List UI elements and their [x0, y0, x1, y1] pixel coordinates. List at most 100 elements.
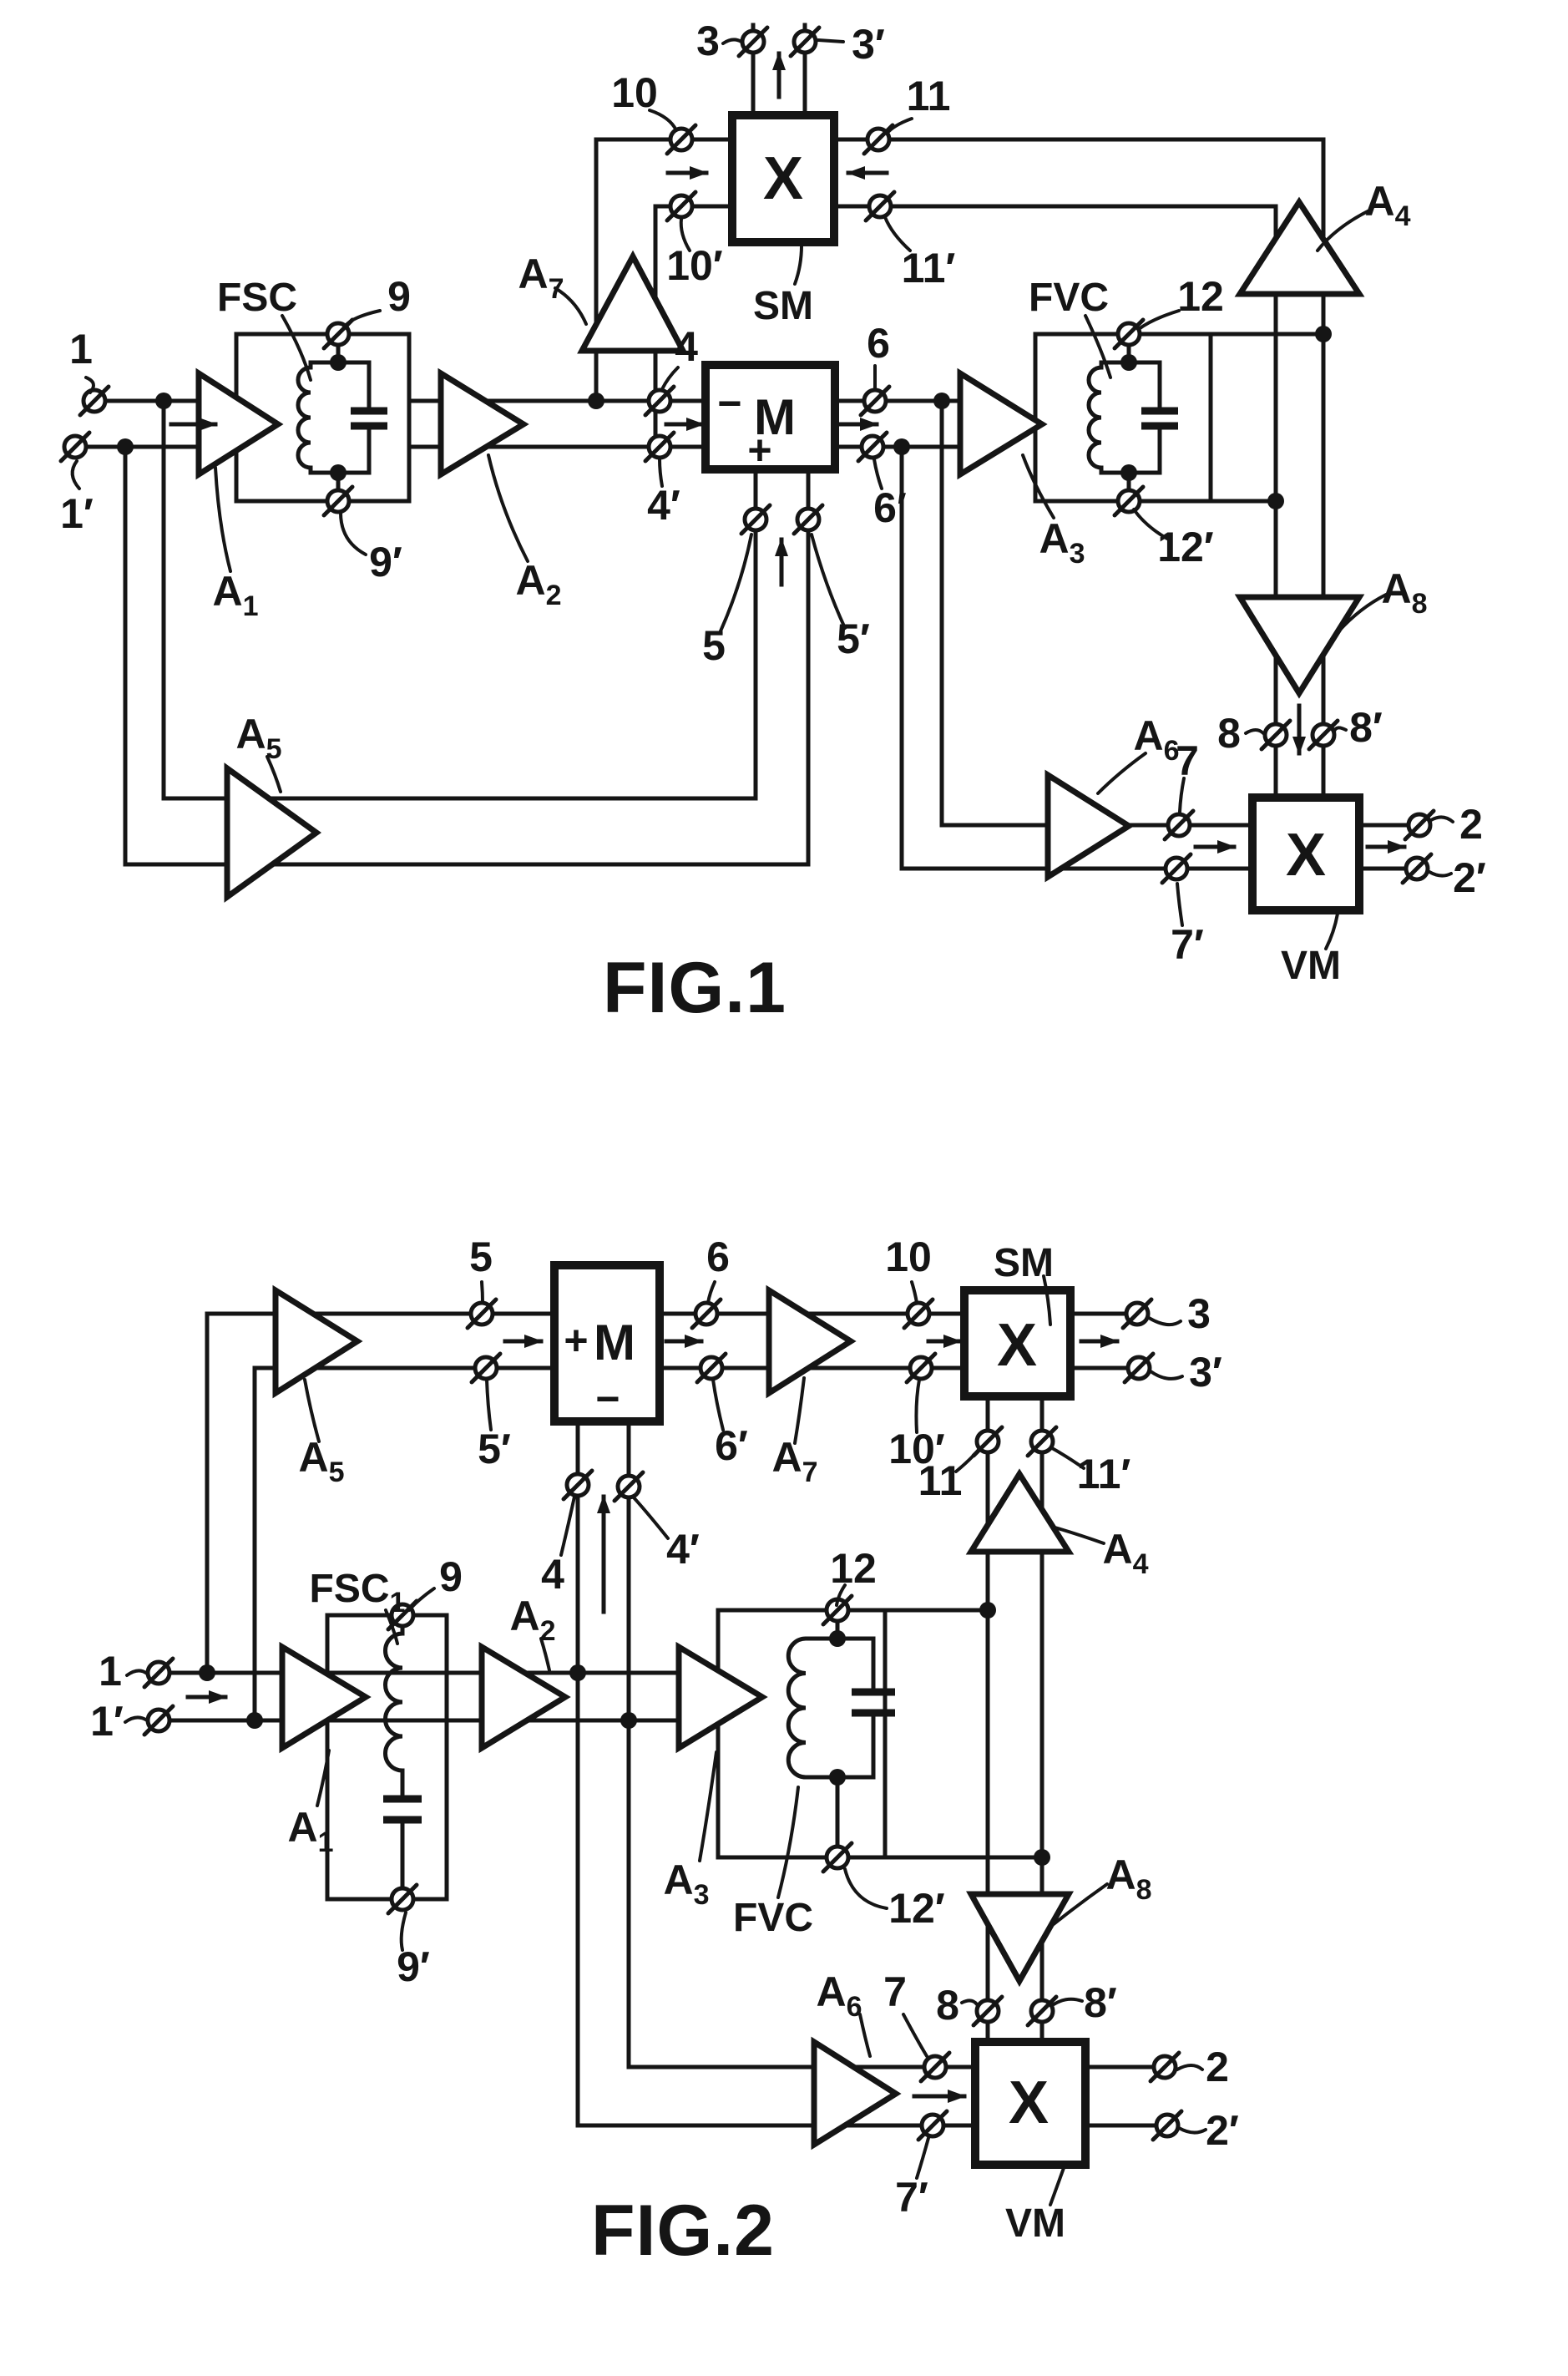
- leader-line: [793, 244, 803, 286]
- terminal-2-prime: [1153, 2111, 1181, 2140]
- leader-line: [914, 1378, 921, 1434]
- leader-line: [124, 1715, 149, 1724]
- terminal-7: [1165, 811, 1193, 839]
- vm-x-sign: X: [1286, 822, 1326, 889]
- terminal-6-prime: [697, 1354, 726, 1382]
- leader-line: [554, 286, 588, 326]
- junction-dot: [979, 1602, 996, 1619]
- a3-base: A: [663, 1857, 693, 1903]
- terminal-10-prime: [907, 1354, 935, 1382]
- terminal-12-prime: [1115, 487, 1143, 515]
- amplifier-a2-label: A2: [515, 557, 561, 611]
- terminal-6-label: 6: [706, 1234, 730, 1280]
- terminal-6: [861, 387, 889, 415]
- amplifier-a1-label: A1: [212, 568, 258, 622]
- terminal-3-label: 3: [696, 18, 720, 64]
- vm-label: VM: [1005, 2201, 1065, 2246]
- m-plus-sign: +: [564, 1317, 588, 1364]
- leader-line: [266, 755, 282, 793]
- terminal-1-prime: [61, 433, 89, 461]
- leader-line: [281, 314, 312, 382]
- a6-base: A: [816, 1968, 846, 2015]
- leader-line: [1132, 508, 1169, 540]
- leader-line: [660, 366, 680, 391]
- a3-base: A: [1039, 515, 1069, 562]
- terminal-4-prime: [615, 1472, 643, 1501]
- a4-sub: 4: [1395, 200, 1411, 232]
- leader-line: [711, 1378, 725, 1431]
- terminal-5-label: 5: [469, 1234, 493, 1280]
- leader-line: [648, 109, 678, 132]
- a2-sub: 2: [546, 580, 562, 611]
- terminal-12-label: 12: [830, 1545, 877, 1592]
- inductor-coil: [1086, 360, 1131, 475]
- terminal-3: [1123, 1299, 1151, 1328]
- terminal-9-label: 9: [439, 1553, 463, 1600]
- leader-lines-fig1: [70, 38, 1454, 950]
- junction-dot: [933, 393, 950, 409]
- amplifier-a7-triangle: [577, 250, 688, 354]
- amplifier-a5-label: A5: [298, 1434, 344, 1488]
- terminal-9-prime: [324, 487, 352, 515]
- terminal-2-prime: [1403, 854, 1431, 883]
- sm-x-sign: X: [763, 145, 803, 212]
- terminal-9-label: 9: [387, 273, 411, 320]
- terminal-8: [1262, 721, 1290, 749]
- amplifier-a8-label: A8: [1381, 565, 1427, 620]
- figure-2: A5 5 5′ + M − 4 4′ 6 6′ A7 10 10′ SM X 3…: [90, 1234, 1239, 2271]
- m-mixer-box: [701, 361, 839, 474]
- leader-line: [342, 309, 382, 329]
- leader-line: [480, 1280, 484, 1305]
- terminal-8-label: 8: [936, 1982, 959, 2029]
- capacitor-branch-wire: [336, 360, 372, 475]
- terminal-11-prime-label: 11′: [1077, 1451, 1131, 1497]
- a5-sub: 5: [266, 733, 282, 765]
- terminal-5-prime: [794, 505, 822, 534]
- terminal-1-label: 1: [99, 1648, 122, 1695]
- fsc-label: FSC: [217, 276, 297, 320]
- leader-line: [960, 1999, 979, 2006]
- fvc-lc-tank: [786, 1608, 895, 1860]
- a5-base: A: [298, 1434, 328, 1481]
- vm-multiplier-box: [1248, 793, 1363, 914]
- amplifier-a6-label: A6: [816, 1968, 862, 2023]
- amplifier-a2-label: A2: [509, 1593, 555, 1647]
- figure-2-caption: FIG.2: [591, 2191, 775, 2271]
- terminal-7-prime-label: 7′: [895, 2174, 928, 2221]
- terminal-4: [645, 387, 674, 415]
- amplifier-a8-label: A8: [1105, 1852, 1151, 1906]
- terminal-4-prime: [645, 433, 674, 461]
- leader-line: [1149, 1370, 1184, 1381]
- amplifier-a7-label: A7: [771, 1434, 817, 1488]
- terminal-4-prime-label: 4′: [647, 482, 680, 529]
- vm-x-sign: X: [1009, 2070, 1049, 2136]
- amplifier-a5-triangle: [224, 762, 321, 903]
- amplifier-a4-label: A4: [1364, 178, 1410, 232]
- leader-line: [1429, 815, 1454, 823]
- amplifier-a8-triangle: [1234, 594, 1365, 699]
- leader-line: [1324, 912, 1339, 950]
- terminal-4: [564, 1471, 592, 1499]
- terminal-1: [144, 1659, 173, 1687]
- leader-line: [910, 1280, 918, 1305]
- terminal-2-label: 2: [1206, 2044, 1229, 2090]
- a8-base: A: [1105, 1852, 1136, 1898]
- leader-line: [817, 38, 845, 43]
- terminal-3: [739, 28, 767, 56]
- capacitor-branch-wire: [835, 1636, 876, 1780]
- m-label: M: [754, 389, 796, 445]
- leader-line: [1178, 777, 1186, 813]
- a7-base: A: [771, 1434, 802, 1481]
- figure-1-caption: FIG.1: [603, 948, 787, 1028]
- leader-line: [679, 217, 691, 252]
- junction-dot: [1034, 1849, 1050, 1866]
- leader-line: [487, 453, 529, 563]
- leader-line: [835, 1583, 847, 1607]
- amplifier-a3-label: A3: [1039, 515, 1085, 570]
- leader-line: [658, 458, 664, 488]
- a2-base: A: [515, 557, 545, 604]
- terminal-7-prime: [1162, 854, 1191, 883]
- terminal-11-prime: [866, 192, 894, 220]
- leader-line: [1177, 2126, 1207, 2135]
